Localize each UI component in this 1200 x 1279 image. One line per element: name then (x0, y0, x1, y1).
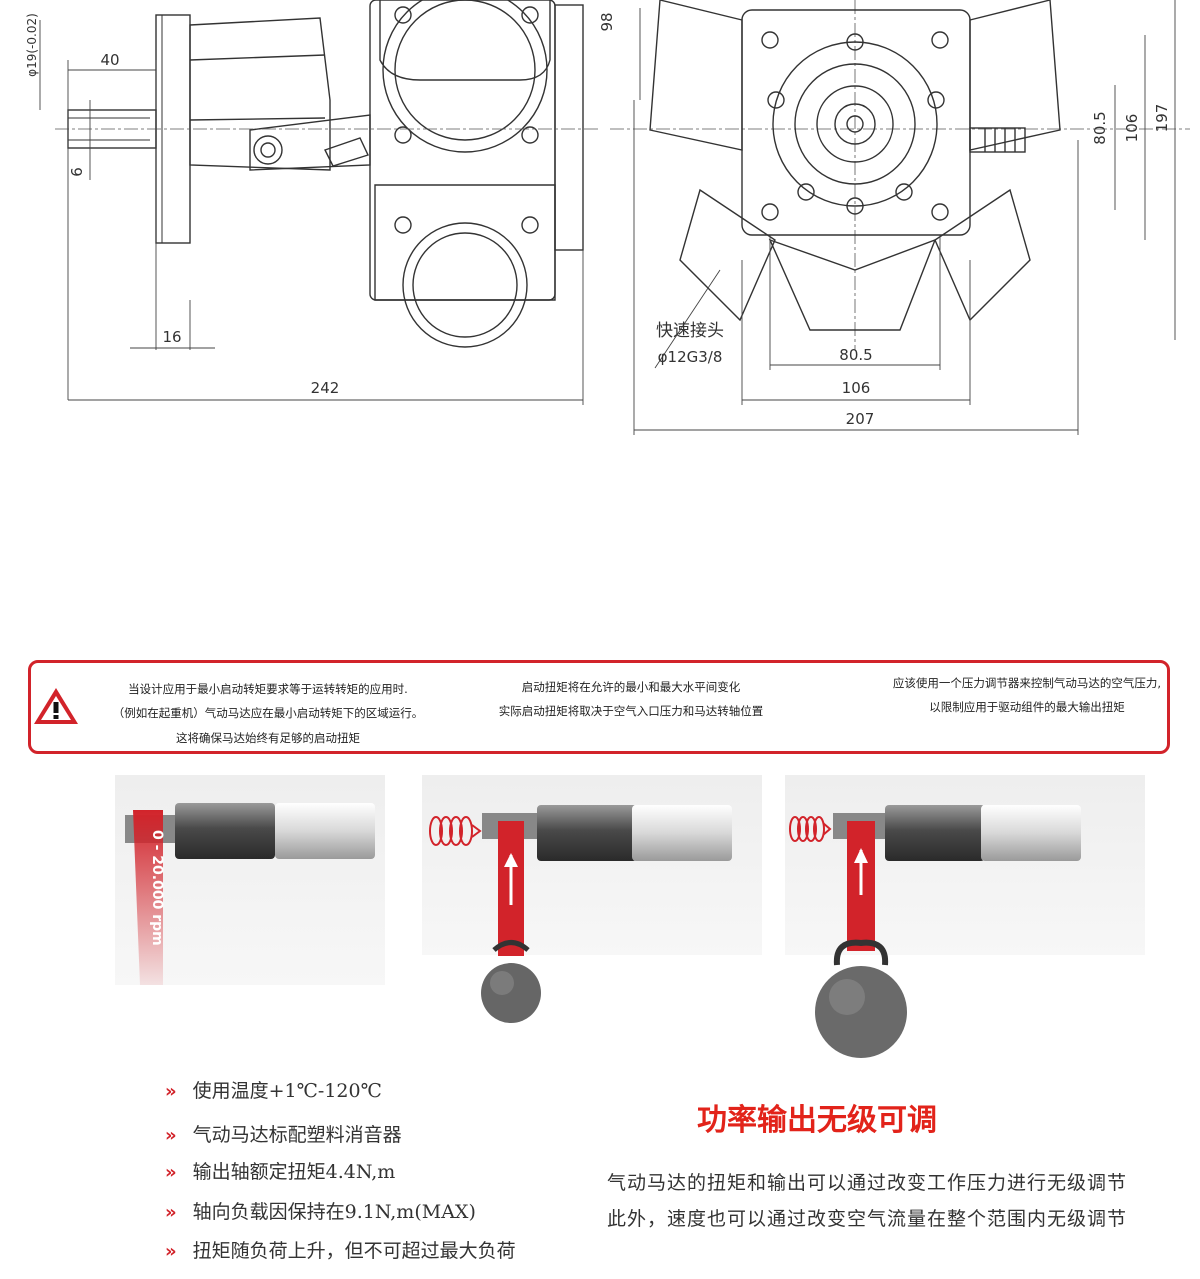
torque-small-illustration (422, 775, 762, 1023)
dim-16-label: 16 (162, 328, 181, 346)
rotation-spring-icon-large (789, 816, 832, 842)
speed-illustration: 0 - 20.000 rpm (115, 775, 385, 985)
warning-col3-line2: 以限制应用于驱动组件的最大输出扭矩 (929, 700, 1125, 714)
dim-98-label: 98 (598, 12, 616, 31)
feature-item: »气动马达标配塑料消音器 (165, 1124, 402, 1146)
dim-40-label: 40 (100, 51, 119, 69)
warning-col1-line3: 这将确保马达始终有足够的启动扭矩 (176, 731, 360, 745)
feature-item: »扭矩随负荷上升，但不可超过最大负荷 (165, 1240, 516, 1262)
torque-large-illustration (785, 775, 1145, 1058)
end-cover (554, 4, 584, 251)
technical-drawing: 40 16 242 6 φ19(-0.02) (25, 0, 1190, 435)
power-desc-line1: 气动马达的扭矩和输出可以通过改变工作压力进行无级调节 (607, 1172, 1128, 1194)
front-plate (741, 9, 971, 236)
warning-icon (34, 688, 78, 724)
warning-col1-line2: （例如在起重机）气动马达应在最小启动转矩下的区域运行。 (112, 706, 424, 720)
warning-box: 当设计应用于最小启动转矩要求等于运转转矩的应用时. （例如在起重机）气动马达应在… (28, 660, 1170, 754)
dim-80-5-vertical-label: 80.5 (1091, 111, 1109, 144)
motor-body (369, 0, 556, 301)
warning-col2-line1: 启动扭矩将在允许的最小和最大水平间变化 (521, 680, 741, 694)
quick-connector (969, 127, 1026, 153)
warning-col2-line2: 实际启动扭矩将取决于空气入口压力和马达转轴位置 (498, 704, 764, 718)
dim-phi19-label: φ19(-0.02) (25, 13, 39, 77)
connector-size-label: φ12G3/8 (658, 348, 723, 366)
front-bore (772, 41, 938, 207)
warning-col1-line1: 当设计应用于最小启动转矩要求等于运转转矩的应用时. (128, 682, 408, 696)
dim-242-label: 242 (311, 379, 340, 397)
power-title: 功率输出无级可调 (697, 1103, 937, 1138)
feature-item: »轴向负载因保持在9.1N,m(MAX) (165, 1201, 476, 1223)
speed-label: 0 - 20.000 rpm (149, 830, 165, 946)
feature-item: »输出轴额定扭矩4.4N,m (165, 1161, 396, 1183)
rotation-spring-icon (429, 816, 482, 846)
quick-connector-label: 快速接头 (656, 321, 724, 341)
power-desc-line2: 此外，速度也可以通过改变空气流量在整个范围内无级调节 (607, 1208, 1128, 1230)
dim-6-label: 6 (68, 167, 86, 177)
dim-80-5-horizontal-label: 80.5 (839, 346, 872, 364)
dim-207-label: 207 (846, 410, 875, 428)
motor-neck (189, 17, 331, 171)
warning-col3-line1: 应该使用一个压力调节器来控制气动马达的空气压力, (892, 676, 1162, 690)
dim-197-label: 197 (1153, 104, 1171, 133)
dim-106-horizontal-label: 106 (842, 379, 871, 397)
lower-cylinder (402, 222, 528, 348)
dim-106-vertical-label: 106 (1123, 114, 1141, 143)
feature-item: »使用温度+1℃-120℃ (165, 1080, 382, 1102)
upper-cylinder (382, 0, 548, 153)
